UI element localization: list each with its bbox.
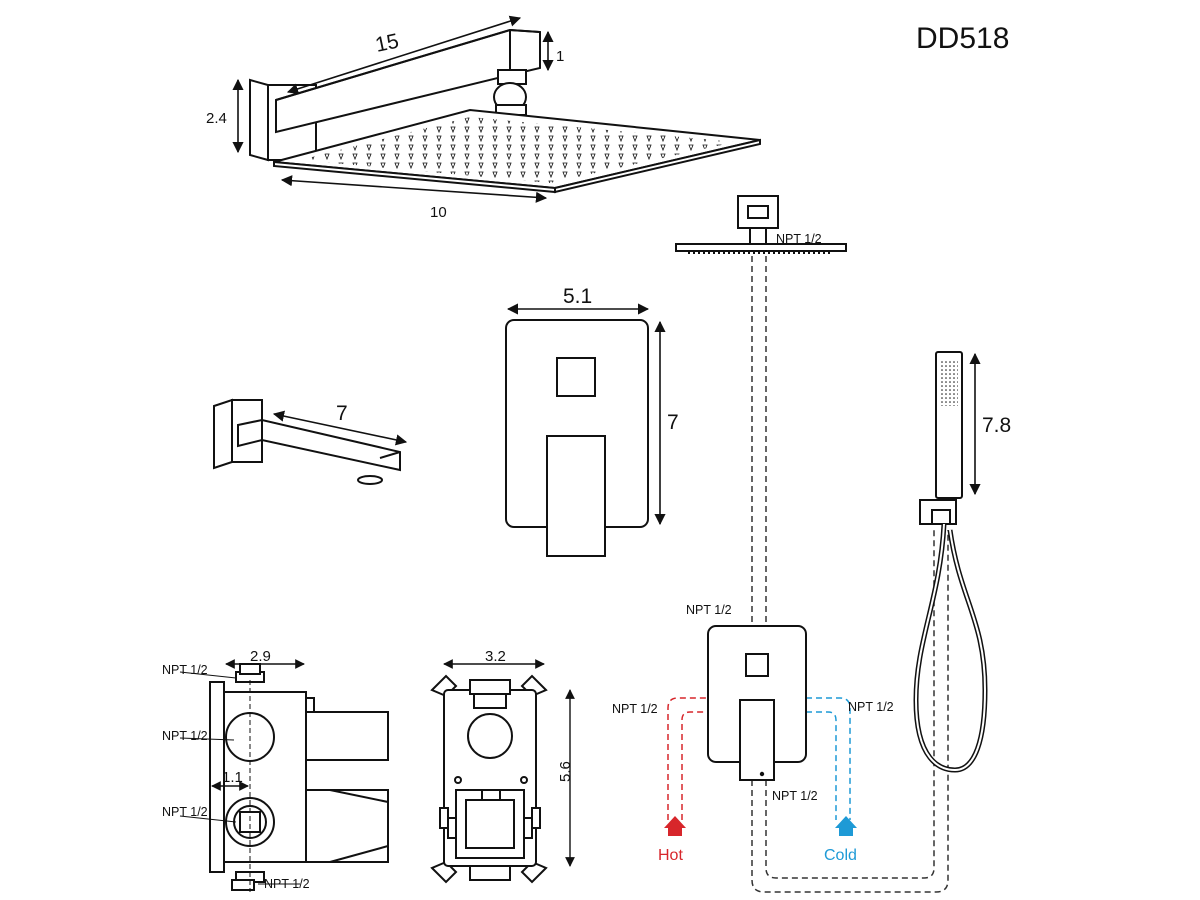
label-flange-height: 2.4 bbox=[206, 110, 227, 127]
dimension-head-width bbox=[280, 175, 548, 203]
cold-arrow-icon bbox=[835, 816, 857, 836]
hot-arrow-icon bbox=[664, 816, 686, 836]
label-head-width: 10 bbox=[430, 204, 447, 221]
installed-shower-head bbox=[675, 195, 847, 254]
label-valve-width: 3.2 bbox=[485, 648, 506, 665]
label-arm-length: 15 bbox=[373, 30, 401, 57]
hand-shower-drawing bbox=[913, 351, 988, 773]
label-arm-height: 1 bbox=[556, 48, 564, 65]
valve-side-leaders bbox=[179, 671, 300, 885]
label-valve-port-1: NPT 1/2 bbox=[162, 663, 208, 677]
label-riser-connection: NPT 1/2 bbox=[686, 603, 732, 617]
label-valve-port-4: NPT 1/2 bbox=[264, 877, 310, 891]
label-valve-port-2: NPT 1/2 bbox=[162, 729, 208, 743]
trim-plate-drawing bbox=[505, 319, 649, 557]
label-head-connection: NPT 1/2 bbox=[776, 232, 822, 246]
valve-front-view bbox=[430, 674, 548, 884]
dimension-spout-length bbox=[272, 410, 408, 446]
hand-shower-supply-pipe bbox=[751, 530, 949, 893]
installed-trim-plate bbox=[707, 625, 807, 781]
tub-spout-drawing bbox=[213, 398, 401, 485]
label-trim-width: 5.1 bbox=[563, 285, 592, 308]
cold-water-pipe bbox=[806, 697, 851, 820]
label-valve-depth: 2.9 bbox=[250, 648, 271, 665]
label-valve-height: 5.6 bbox=[557, 761, 574, 782]
label-trim-height: 7 bbox=[667, 411, 679, 434]
label-valve-offset: 1.1 bbox=[222, 769, 243, 786]
label-cold-inlet: NPT 1/2 bbox=[848, 700, 894, 714]
label-hand-shower-length: 7.8 bbox=[982, 414, 1011, 437]
label-hot: Hot bbox=[658, 847, 683, 864]
rain-shower-head-drawing bbox=[249, 28, 761, 194]
label-valve-port-3: NPT 1/2 bbox=[162, 805, 208, 819]
label-tub-outlet: NPT 1/2 bbox=[772, 789, 818, 803]
label-hot-inlet: NPT 1/2 bbox=[612, 702, 658, 716]
valve-side-view bbox=[209, 663, 389, 891]
dimension-arm-length bbox=[286, 15, 522, 95]
hot-water-pipe bbox=[667, 697, 708, 820]
riser-pipe bbox=[751, 256, 767, 625]
label-spout-length: 7 bbox=[336, 402, 348, 425]
label-cold: Cold bbox=[824, 847, 857, 864]
model-number: DD518 bbox=[916, 22, 1009, 55]
